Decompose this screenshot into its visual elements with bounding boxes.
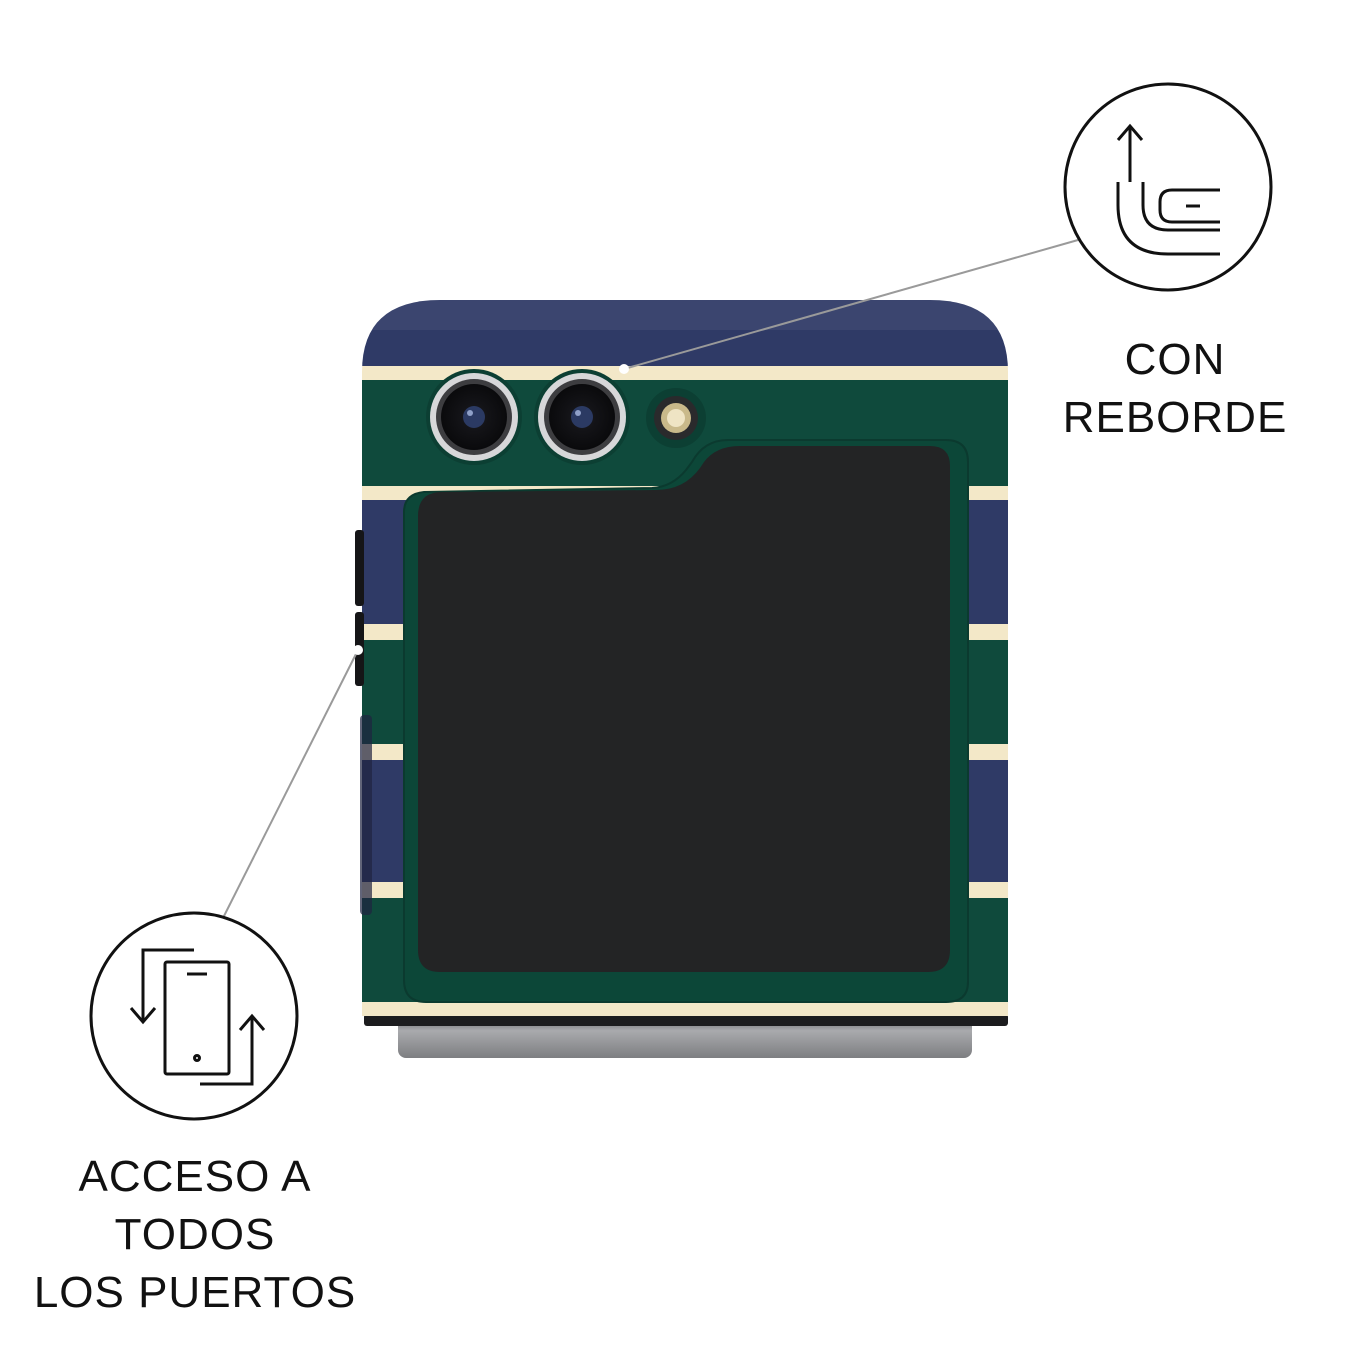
raised-lip-icon <box>1063 82 1273 292</box>
hinge <box>364 1014 1008 1058</box>
feature-label-line: ACCESO A <box>78 1152 312 1201</box>
feature-label-reborde: CON REBORDE <box>1040 331 1310 447</box>
leader-lines <box>222 239 1079 919</box>
feature-label-puertos: ACCESO A TODOS LOS PUERTOS <box>20 1148 370 1322</box>
feature-label-line: CON <box>1124 335 1226 384</box>
flash <box>646 388 706 448</box>
phone-ports-access-icon <box>89 911 299 1121</box>
side-buttons <box>355 530 372 915</box>
feature-label-line: TODOS <box>114 1210 276 1259</box>
feature-label-line: REBORDE <box>1062 393 1288 442</box>
camera-lens-1 <box>426 369 522 465</box>
cover-screen <box>418 446 950 972</box>
camera-lens-2 <box>534 369 630 465</box>
feature-label-line: LOS PUERTOS <box>33 1268 357 1317</box>
